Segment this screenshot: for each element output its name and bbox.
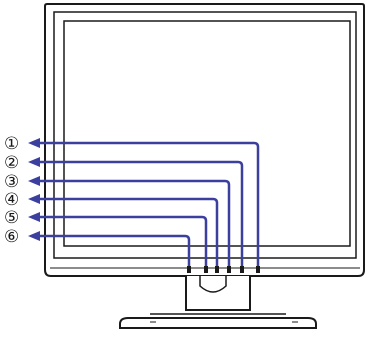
stand-neck-notch [199, 276, 227, 293]
callout-line-3 [40, 179, 231, 266]
callout-labels: ① ② ③ ④ ⑤ ⑥ [4, 134, 19, 247]
monitor-screen [63, 20, 351, 247]
arrowhead-6 [28, 231, 40, 241]
monitor-stand [119, 276, 317, 329]
button-4 [215, 266, 219, 273]
arrowhead-1 [28, 138, 40, 148]
stand-neck [185, 276, 251, 311]
callout-label-5: ⑤ [4, 208, 19, 228]
callout-line-4 [40, 197, 219, 266]
control-buttons [187, 266, 260, 273]
callout-line-6 [40, 234, 191, 266]
callout-label-1: ① [4, 134, 19, 154]
arrowhead-5 [28, 212, 40, 222]
callout-label-6: ⑥ [4, 227, 19, 247]
callout-label-4: ④ [4, 190, 19, 210]
stand-base [119, 317, 317, 329]
callout-leaders [40, 141, 260, 266]
button-1 [256, 266, 260, 273]
monitor-front [44, 3, 365, 277]
callout-arrowheads [28, 138, 40, 241]
callout-label-3: ③ [4, 172, 19, 192]
arrowhead-4 [28, 194, 40, 204]
button-6 [187, 266, 191, 273]
arrowhead-3 [28, 176, 40, 186]
callout-line-1 [40, 141, 260, 266]
button-2 [240, 266, 244, 273]
button-5 [204, 266, 208, 273]
callout-line-2 [40, 160, 244, 266]
button-3 [227, 266, 231, 273]
arrowhead-2 [28, 157, 40, 167]
callout-label-2: ② [4, 153, 19, 173]
callout-line-5 [40, 215, 208, 266]
